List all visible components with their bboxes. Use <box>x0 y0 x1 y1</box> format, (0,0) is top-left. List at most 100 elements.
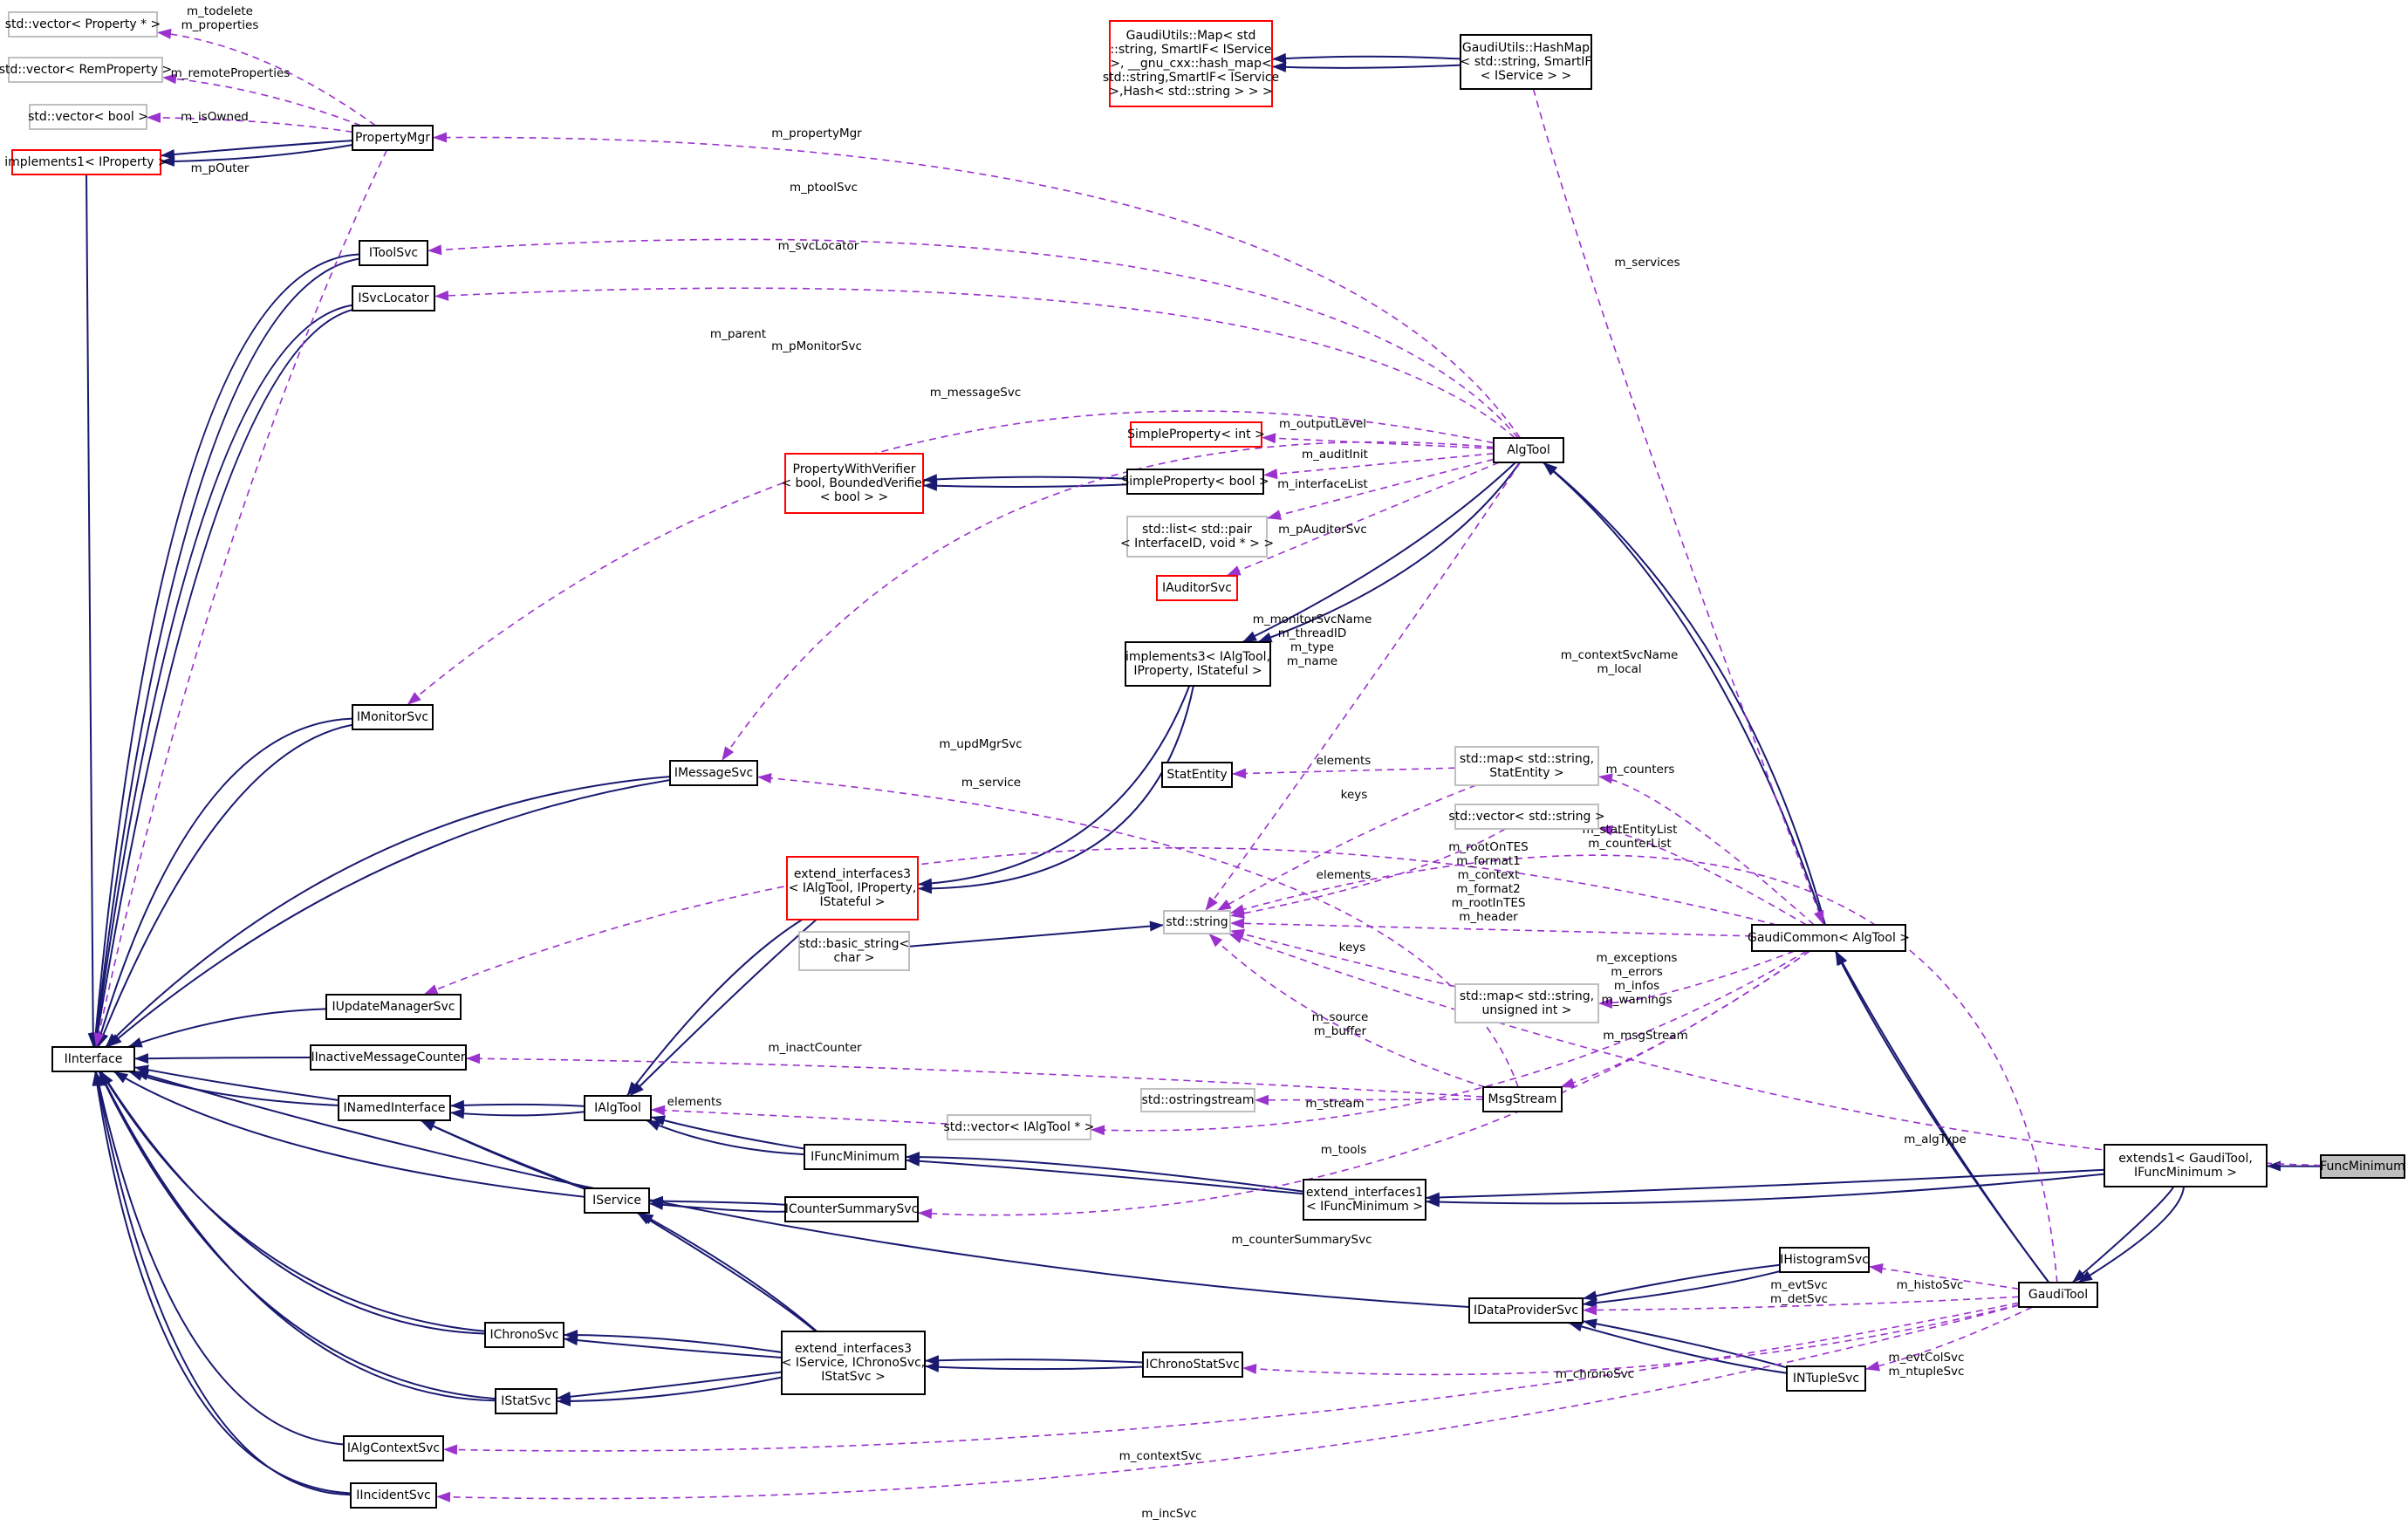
node-vecprop[interactable]: std::vector< Property * > <box>5 11 161 38</box>
node-label-line: < IService > > <box>1481 69 1571 83</box>
node-iinact[interactable]: IInactiveMessageCounter <box>310 1044 467 1071</box>
node-extif3b[interactable]: extend_interfaces3< IService, IChronoSvc… <box>781 1331 926 1395</box>
node-extends1[interactable]: extends1< GaudiTool,IFuncMinimum > <box>2104 1144 2268 1187</box>
node-imonsvc[interactable]: IMonitorSvc <box>352 704 434 730</box>
node-itoolsvc[interactable]: IToolSvc <box>359 240 428 266</box>
usage-edge <box>146 112 353 133</box>
node-gauditool[interactable]: GaudiTool <box>2018 1282 2098 1308</box>
node-iservice[interactable]: IService <box>584 1187 650 1214</box>
node-ifuncmin[interactable]: IFuncMinimum <box>804 1144 906 1170</box>
node-icounter[interactable]: ICounterSummarySvc <box>784 1196 919 1222</box>
node-box <box>1140 1088 1255 1112</box>
node-vecbool[interactable]: std::vector< bool > <box>28 104 148 130</box>
edge-arrowhead <box>450 1099 465 1111</box>
node-vecalg[interactable]: std::vector< IAlgTool * > <box>944 1114 1095 1140</box>
node-label-line: GaudiTool <box>2028 1288 2088 1302</box>
node-simpbool[interactable]: SimpleProperty< bool > <box>1121 469 1269 495</box>
node-istat[interactable]: IStatSvc <box>495 1388 558 1414</box>
node-label-line: std::ostringstream <box>1142 1093 1255 1107</box>
edge-label-line: m_type <box>1290 640 1334 654</box>
edge-arrowhead <box>428 244 442 256</box>
node-propver[interactable]: PropertyWithVerifier< bool, BoundedVerif… <box>781 453 927 514</box>
edge-arrowhead <box>466 1053 481 1064</box>
node-ialgctx[interactable]: IAlgContextSvc <box>343 1435 444 1461</box>
edge-arrowhead <box>162 73 177 85</box>
node-vecrem[interactable]: std::vector< RemProperty > <box>0 57 172 83</box>
node-propmgr[interactable]: PropertyMgr <box>352 125 434 151</box>
edge-arrowhead <box>407 692 421 705</box>
node-idataprov[interactable]: IDataProviderSvc <box>1468 1297 1584 1324</box>
node-label-line: PropertyWithVerifier <box>793 462 916 476</box>
node-ihisto[interactable]: IHistogramSvc <box>1779 1247 1870 1273</box>
edge-arrowhead <box>1598 825 1613 836</box>
edge-line <box>127 1008 327 1048</box>
node-label-line: IMessageSvc <box>674 766 753 780</box>
node-simpint[interactable]: SimpleProperty< int > <box>1127 421 1265 448</box>
edge-line <box>1532 88 1825 926</box>
node-basicstr[interactable]: std::basic_string<char > <box>798 931 910 971</box>
edge-line <box>94 1071 352 1495</box>
node-ichronostat[interactable]: IChronoStatSvc <box>1142 1352 1243 1378</box>
node-iauditor[interactable]: IAuditorSvc <box>1156 575 1238 601</box>
node-mapstat[interactable]: std::map< std::string,StatEntity > <box>1454 746 1599 786</box>
edge-line <box>106 779 671 1048</box>
edge-label-line: m_pAuditorSvc <box>1278 523 1367 537</box>
node-iupdmgr[interactable]: IUpdateManagerSvc <box>325 994 462 1020</box>
node-label-line: std::vector< Property * > <box>5 17 161 31</box>
node-imsgsvc[interactable]: IMessageSvc <box>669 760 758 786</box>
node-isvcloc[interactable]: ISvcLocator <box>352 285 435 311</box>
node-inamed[interactable]: INamedInterface <box>338 1095 451 1121</box>
node-label: IDataProviderSvc <box>1474 1304 1578 1317</box>
node-ialgtool[interactable]: IAlgTool <box>584 1095 652 1121</box>
node-stdstring[interactable]: std::string <box>1163 910 1231 934</box>
edge-arrowhead <box>113 1071 129 1084</box>
node-box <box>1142 1352 1243 1378</box>
usage-edge <box>1597 773 1815 926</box>
edge-line <box>1242 462 1516 643</box>
edge-line <box>1254 1098 1484 1101</box>
node-label: std::basic_string<char > <box>799 937 909 965</box>
node-msgstream[interactable]: MsgStream <box>1482 1086 1563 1112</box>
node-intuple[interactable]: INTupleSvc <box>1786 1365 1866 1392</box>
node-impl1[interactable]: implements1< IProperty > <box>4 149 168 175</box>
node-gaudicommon[interactable]: GaudiCommon< AlgTool > <box>1748 924 1910 952</box>
edge-label-line: m_warnings <box>1602 993 1673 1007</box>
node-label-line: extend_interfaces3 <box>794 867 911 881</box>
edge-label-line: m_ntupleSvc <box>1889 1365 1965 1379</box>
edge-arrowhead <box>134 1070 150 1081</box>
edge-line <box>1229 828 1506 917</box>
node-algtool[interactable]: AlgTool <box>1493 437 1564 463</box>
node-vecstr[interactable]: std::vector< std::string > <box>1448 804 1605 830</box>
edge-label-m-ptoolsvc: m_ptoolSvc <box>790 181 858 195</box>
node-ichrono[interactable]: IChronoSvc <box>484 1322 564 1348</box>
node-statentity[interactable]: StatEntity <box>1161 762 1233 788</box>
edge-arrowhead <box>434 290 449 301</box>
node-impl3[interactable]: implements3< IAlgTool,IProperty, IStatef… <box>1125 641 1271 687</box>
edge-line <box>1229 922 1753 937</box>
edge-label-line: m_buffer <box>1314 1024 1367 1038</box>
node-ghash[interactable]: GaudiUtils::HashMap< std::string, SmartI… <box>1460 34 1592 90</box>
edge-line <box>908 924 1165 948</box>
node-iinterface[interactable]: IInterface <box>51 1046 135 1072</box>
node-label: GaudiUtils::HashMap< std::string, SmartI… <box>1461 41 1592 83</box>
inheritance-edge <box>924 1361 1144 1372</box>
node-label: extend_interfaces1< IFuncMinimum > <box>1306 1186 1423 1214</box>
node-gmap[interactable]: GaudiUtils::Map< std::string, SmartIF< I… <box>1103 20 1279 107</box>
node-label: PropertyWithVerifier< bool, BoundedVerif… <box>781 462 927 504</box>
node-funcmin[interactable]: FuncMinimum <box>2320 1154 2405 1179</box>
node-label: GaudiCommon< AlgTool > <box>1748 931 1910 945</box>
node-extif3a[interactable]: extend_interfaces3< IAlgTool, IProperty,… <box>786 856 919 920</box>
node-extif1[interactable]: extend_interfaces1< IFuncMinimum > <box>1303 1179 1426 1221</box>
node-label-line: implements3< IAlgTool, <box>1125 650 1270 664</box>
node-ostream[interactable]: std::ostringstream <box>1140 1088 1255 1112</box>
node-box <box>310 1044 467 1071</box>
edge-label-line: m_chronoSvc <box>1556 1367 1634 1381</box>
inheritance-edge <box>905 1152 1304 1193</box>
node-listpair[interactable]: std::list< std::pair< InterfaceID, void … <box>1120 516 1274 558</box>
edge-label-elements2: elements <box>1317 868 1372 882</box>
edge-label-line: m_header <box>1459 910 1518 924</box>
edge-line <box>86 174 94 1048</box>
node-mapuint[interactable]: std::map< std::string,unsigned int > <box>1454 983 1599 1023</box>
node-iincident[interactable]: IIncidentSvc <box>350 1482 437 1509</box>
